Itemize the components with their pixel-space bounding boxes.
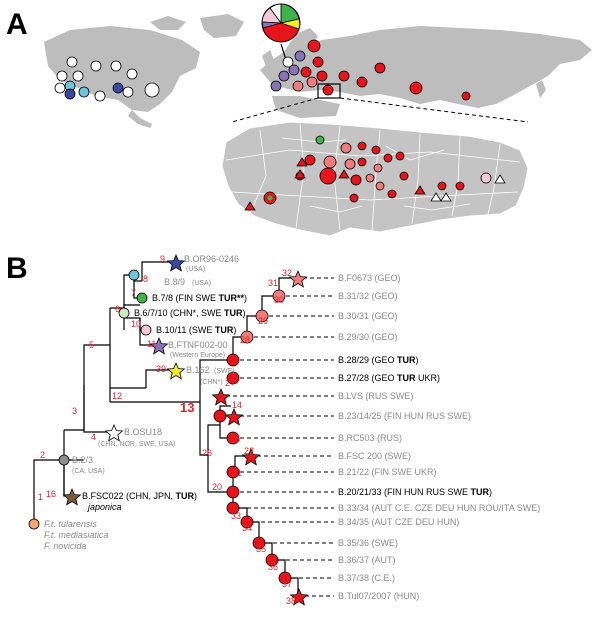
label-b3031: B.30/31 (GEO) [338, 311, 398, 321]
left-tip-labels: B.OR96-0246 (USA) B.8/9 (USA) B.7/8 (FIN… [44, 254, 247, 551]
label-b202133: B.20/21/33 (FIN HUN RUS SWE TUR) [338, 487, 492, 497]
label-b6710: B.6/7/10 (CHN*, SWE TUR) [134, 308, 246, 318]
turkey-markers [244, 135, 506, 211]
svg-text:25: 25 [230, 434, 240, 444]
svg-text:5: 5 [89, 340, 94, 350]
label-b2930: B.29/30 (GEO) [338, 332, 398, 342]
svg-text:27: 27 [225, 378, 235, 388]
svg-text:3: 3 [72, 406, 77, 416]
svg-text:1: 1 [38, 492, 43, 502]
svg-text:31: 31 [268, 278, 278, 288]
label-b2728: B.27/28 (GEO TUR UKR) [338, 373, 440, 383]
label-japonica: japonica [87, 502, 122, 512]
svg-text:20: 20 [212, 482, 222, 492]
svg-text:38: 38 [286, 596, 296, 606]
svg-text:39: 39 [156, 364, 166, 374]
label-fsc022: B.FSC022 (CHN, JPN, TUR) [82, 491, 197, 501]
right-tip-labels: B.F0673 (GEO) B.31/32 (GEO) B.30/31 (GEO… [338, 273, 540, 601]
label-b3132: B.31/32 (GEO) [338, 291, 398, 301]
pie-chart [261, 3, 301, 66]
svg-text:12: 12 [112, 391, 122, 401]
tree-stars [62, 253, 309, 606]
label-b2122: B.21/22 (FIN SWE UKR) [338, 467, 437, 477]
svg-text:8: 8 [143, 274, 148, 284]
label-b3435: B.34/35 (AUT CZE DEU HUN) [338, 517, 459, 527]
map-markers-north-america [54, 56, 160, 102]
label-b3334: B.33/34 (AUT C.E. CZE DEU HUN ROU/ITA SW… [338, 503, 540, 513]
label-b162-sub: (SWE) [214, 368, 235, 375]
svg-text:6: 6 [115, 304, 120, 314]
label-b89: B.8/9 [164, 277, 185, 287]
label-or96: B.OR96-0246 [184, 254, 239, 264]
label-b3637: B.36/37 (AUT) [338, 555, 396, 565]
svg-text:36: 36 [268, 562, 278, 572]
label-rc503: B.RC503 (RUS) [338, 433, 402, 443]
svg-text:26: 26 [202, 448, 212, 458]
svg-text:34: 34 [242, 523, 252, 533]
label-ftnf-sub: (Western Europe) [170, 352, 225, 359]
label-root-tularensis: F.t. tularensis [44, 519, 97, 529]
svg-text:16: 16 [46, 489, 56, 499]
svg-text:22: 22 [244, 446, 254, 456]
label-b231425: B.23/14/25 (FIN HUN RUS SWE) [338, 411, 471, 421]
label-f0673: B.F0673 (GEO) [338, 273, 401, 283]
label-b3738: B.37/38 (C.E.) [338, 573, 395, 583]
label-lvs: B.LVS (RUS SWE) [338, 391, 413, 401]
map-markers-eurasia [270, 39, 471, 101]
svg-text:10: 10 [131, 319, 141, 329]
label-root-novicida: F. novicida [44, 541, 86, 551]
zoom-rectangle [317, 83, 341, 99]
svg-text:7: 7 [131, 288, 136, 298]
svg-text:29: 29 [258, 316, 268, 326]
panel-b-letter: B [6, 252, 28, 285]
svg-text:21: 21 [232, 468, 242, 478]
zoom-guide-left [231, 97, 319, 123]
world-map [44, 14, 592, 128]
svg-text:37: 37 [282, 579, 292, 589]
svg-text:35: 35 [256, 544, 266, 554]
label-osu18-sub: (CHN, NOR, SWE, USA) [98, 441, 175, 448]
label-fsc200: B.FSC 200 (SWE) [338, 451, 411, 461]
label-root-mediasiatica: F.t. mediasiatica [44, 530, 108, 540]
svg-text:4: 4 [91, 432, 96, 442]
leader-lines [226, 277, 334, 597]
province-borders [225, 123, 521, 233]
label-osu18: B.OSU18 [124, 427, 162, 437]
label-b162: B.162 [186, 365, 210, 375]
svg-text:32: 32 [282, 268, 292, 278]
svg-text:30: 30 [274, 295, 284, 305]
label-b89-sub: (USA) [192, 280, 211, 287]
label-ftnf: B.FTNF002-00 [168, 340, 228, 350]
node-numbers: 1 2 3 4 5 6 7 8 9 10 11 12 13 14 16 20 2… [38, 254, 296, 606]
zoom-guide-right [339, 97, 529, 123]
svg-text:13: 13 [180, 400, 194, 415]
tree-nodes [28, 269, 292, 585]
label-b23-sub: (CA, USA) [72, 468, 105, 475]
svg-text:2: 2 [40, 450, 45, 460]
svg-text:11: 11 [147, 339, 156, 349]
label-b2829: B.28/29 (GEO TUR) [338, 355, 419, 365]
turkey-map [221, 121, 529, 237]
label-tul07: B.Tul07/2007 (HUN) [338, 591, 419, 601]
label-b1011: B.10/11 (SWE TUR) [156, 325, 236, 335]
chn-star-note: (CHN*) [200, 379, 223, 386]
label-b3536: B.35/36 (SWE) [338, 538, 398, 548]
label-or96-sub: (USA) [186, 266, 205, 273]
svg-text:14: 14 [232, 400, 242, 410]
label-b23: B.2/3 [72, 455, 93, 465]
panel-a-letter: A [6, 8, 28, 41]
svg-text:33: 33 [231, 511, 241, 521]
svg-text:28: 28 [240, 335, 250, 345]
label-b78: B.7/8 (FIN SWE TUR**) [152, 293, 247, 303]
svg-text:9: 9 [160, 254, 165, 264]
